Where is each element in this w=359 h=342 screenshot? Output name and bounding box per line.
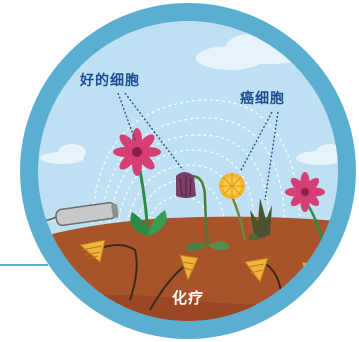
purple-bellflower-icon <box>176 172 196 198</box>
dandelion-icon <box>219 173 245 199</box>
good-cell-pink-flower <box>113 128 167 237</box>
wilted-flower-icon <box>78 239 138 301</box>
pink-daisy-icon <box>285 172 325 212</box>
chemotherapy-label: 化疗 <box>172 289 205 307</box>
cancer-cell-yellow-flower <box>219 173 247 241</box>
dark-weed-icon <box>248 198 272 240</box>
good-cells-label: 好的细胞 <box>80 73 140 89</box>
cloud <box>40 144 86 164</box>
chemo-spray-tube-icon <box>38 201 119 227</box>
good-cell-purple-flower <box>176 172 230 252</box>
chemo-spray-arcs <box>91 99 301 236</box>
pink-daisy-icon <box>113 128 161 176</box>
wilted-flower-icon <box>149 254 199 311</box>
annotation-lines <box>117 92 279 201</box>
cancer-cells-label: 癌细胞 <box>240 91 285 107</box>
